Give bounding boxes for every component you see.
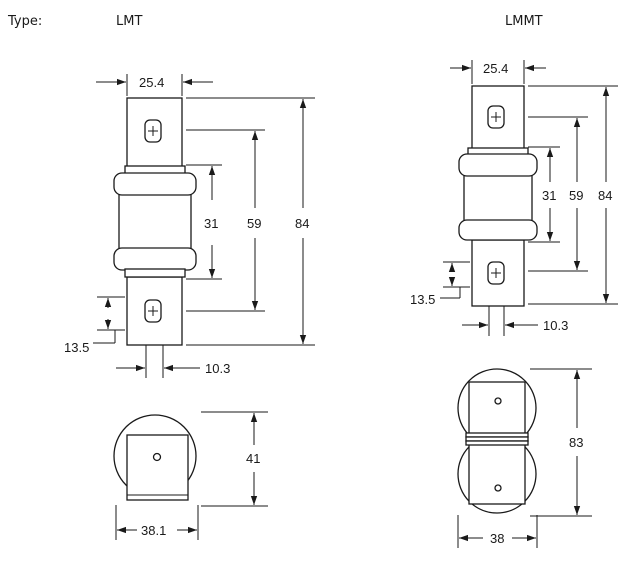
lmt-end-hole-icon — [152, 452, 162, 462]
lmmt-dim-83: 83 — [569, 435, 583, 450]
lmmt-side-view: 25.4 31 59 84 13.5 10.3 — [410, 60, 618, 336]
lmmt-fuse-body — [463, 169, 533, 225]
lmt-dim-38-1: 38.1 — [141, 523, 166, 538]
lmmt-end-view: 83 38 — [457, 368, 592, 548]
lmmt-dim-25-4: 25.4 — [483, 61, 508, 76]
lmt-side-view: 25.4 31 59 84 13.5 10.3 — [64, 74, 315, 378]
lmt-fuse-body — [118, 189, 192, 253]
lmt-dim-13-5: 13.5 — [64, 340, 89, 355]
lmt-dim-31: 31 — [204, 216, 218, 231]
lmmt-dim-13-5: 13.5 — [410, 292, 435, 307]
lmt-dim-84: 84 — [295, 216, 309, 231]
lmmt-dim-10-3: 10.3 — [543, 318, 568, 333]
lmmt-lower-hole-icon — [494, 484, 502, 492]
lmt-lower-cap — [113, 247, 197, 271]
type-label: Type: — [8, 14, 43, 29]
lmmt-dim-84: 84 — [598, 188, 612, 203]
lmmt-bottom-bolt-hole-icon — [487, 261, 505, 285]
lmmt-upper-cap — [458, 153, 538, 177]
lmmt-dim-59: 59 — [569, 188, 583, 203]
lmt-dim-59: 59 — [247, 216, 261, 231]
lmmt-upper-terminal — [468, 381, 526, 435]
lmmt-lower-terminal — [468, 443, 526, 505]
lmmt-ring-3 — [465, 440, 529, 446]
lmt-dim-25-4: 25.4 — [139, 75, 164, 90]
lmt-lower-shoulder — [124, 268, 186, 278]
lmmt-upper-hole-icon — [494, 397, 502, 405]
lmmt-lower-cap — [458, 219, 538, 241]
lmt-dim-41: 41 — [246, 451, 260, 466]
lmt-end-view: 41 38.1 — [113, 411, 268, 540]
lmmt-dim-31: 31 — [542, 188, 556, 203]
lmmt-type-label: LMMT — [505, 14, 543, 29]
lmt-bottom-bolt-hole-icon — [144, 299, 162, 323]
lmt-end-terminal — [126, 434, 189, 501]
lmt-type-label: LMT — [116, 14, 143, 29]
lmt-top-bolt-hole-icon — [144, 119, 162, 143]
lmt-upper-cap — [113, 172, 197, 196]
lmmt-top-bolt-hole-icon — [487, 105, 505, 129]
lmt-dim-10-3: 10.3 — [205, 361, 230, 376]
lmmt-dim-38: 38 — [490, 531, 504, 546]
